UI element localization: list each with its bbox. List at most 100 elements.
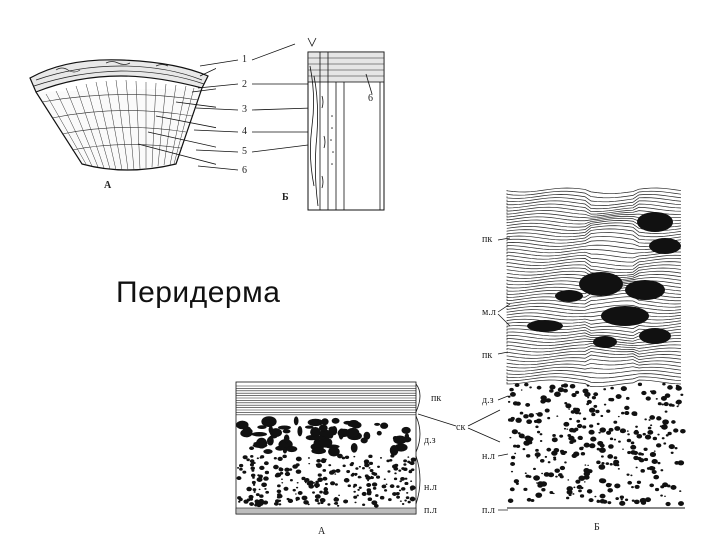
texture-mark [376,475,381,479]
texture-mark [410,480,413,482]
texture-mark [354,501,357,504]
texture-mark [509,436,512,439]
texture-mark [295,493,297,495]
texture-mark [307,503,310,506]
texture-mark [249,502,255,507]
texture-mark [536,430,541,434]
texture-mark [609,397,615,402]
texture-mark [506,345,682,353]
texture-mark [599,493,606,499]
texture-mark [371,482,378,487]
texture-mark [301,476,306,481]
figure-number-5: 5 [242,146,247,157]
texture-mark [535,492,543,498]
label-pk-b-top: пк [482,234,493,245]
texture-mark [273,464,279,470]
texture-mark [601,461,605,465]
texture-mark [334,501,339,505]
texture-mark [675,400,680,404]
texture-mark [403,436,412,443]
texture-mark [680,428,686,434]
texture-mark [366,491,372,496]
texture-mark [679,490,682,493]
texture-mark [364,474,369,478]
texture-mark [589,424,594,428]
texture-mark [547,416,551,420]
texture-mark [396,485,400,489]
texture-mark [297,491,303,495]
texture-mark [319,490,323,494]
texture-mark [283,486,289,491]
texture-mark [664,410,668,413]
texture-mark [388,498,392,502]
texture-mark [638,458,645,463]
texture-mark [513,444,517,448]
texture-mark [549,491,554,495]
texture-mark [563,427,567,430]
texture-mark [573,486,576,489]
texture-mark [250,455,254,458]
texture-mark [253,461,256,465]
texture-mark [677,404,680,406]
texture-mark [506,343,682,350]
texture-mark [506,232,682,241]
texture-mark [362,503,366,507]
texture-mark [389,458,393,462]
slide-title: Перидерма [116,276,281,309]
texture-mark [554,468,560,473]
texture-mark [649,452,657,458]
texture-mark [320,501,324,505]
figure-number-6: 6 [242,165,247,176]
texture-mark [327,503,331,506]
texture-mark [597,499,599,502]
texture-mark [523,487,528,492]
texture-mark [533,476,536,479]
texture-mark [526,419,533,425]
texture-mark [627,480,633,485]
texture-mark [237,477,241,480]
label-nl-b: н.л [482,451,495,462]
texture-mark [263,449,273,454]
texture-mark [675,385,682,391]
texture-mark [295,486,299,489]
texture-mark [507,395,511,398]
texture-mark [570,410,576,414]
texture-mark [676,461,679,463]
texture-mark [593,404,598,408]
texture-mark [579,437,583,440]
texture-mark [613,420,618,424]
texture-mark [655,397,658,400]
texture-mark [509,487,515,492]
texture-mark [506,267,682,276]
texture-mark [566,428,569,430]
texture-mark [633,455,639,461]
texture-mark [539,433,543,436]
texture-mark [242,426,252,438]
texture-mark [506,254,682,263]
texture-mark [264,470,270,475]
texture-mark [642,432,646,436]
texture-mark [368,454,373,459]
texture-mark [626,430,629,432]
texture-mark [353,490,356,493]
texture-mark [295,496,300,501]
texture-mark [257,425,267,430]
texture-mark [256,437,268,449]
texture-mark [399,480,402,483]
texture-mark [665,434,669,437]
texture-mark [279,471,284,475]
periderm-section-b [506,187,686,509]
texture-mark [242,455,248,460]
texture-mark [636,480,642,485]
texture-mark [509,392,516,397]
texture-mark [594,495,597,498]
texture-mark [323,487,329,492]
texture-mark [401,502,405,505]
texture-mark [342,464,346,468]
texture-mark [586,399,592,404]
texture-mark [666,484,671,488]
texture-mark [564,461,567,464]
texture-mark [510,470,514,473]
texture-mark [367,483,370,485]
texture-mark [315,480,319,484]
